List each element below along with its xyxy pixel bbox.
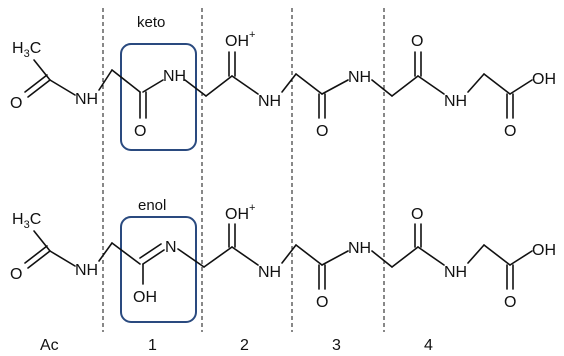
amide-nh-label: NH xyxy=(75,262,98,279)
segment-label-ac: Ac xyxy=(40,337,59,354)
bond xyxy=(417,75,445,95)
bond xyxy=(483,244,511,266)
bond xyxy=(24,245,48,264)
keto-oxygen-label: O xyxy=(134,123,146,140)
bond xyxy=(467,244,485,264)
keto-highlight-box xyxy=(120,43,197,151)
amide-nh-label: NH xyxy=(163,68,186,85)
bond xyxy=(111,242,141,265)
bond xyxy=(111,69,141,93)
bond xyxy=(98,69,113,91)
amide-nh-label: NH xyxy=(258,93,281,110)
bond xyxy=(177,248,205,268)
carbonyl-oxygen-label: O xyxy=(411,33,423,50)
bond xyxy=(24,74,48,93)
bond xyxy=(509,250,533,266)
bond xyxy=(321,250,349,266)
enol-hydroxyl-label: OH xyxy=(133,289,157,306)
amide-nh-label: NH xyxy=(348,240,371,257)
keto-structure: H3C O NH O NH OH+ NH O NH xyxy=(10,29,556,140)
bond xyxy=(295,244,323,266)
bond xyxy=(203,246,233,268)
enol-structure: H3C O NH OH N OH+ NH O NH xyxy=(10,202,556,311)
imine-nitrogen-label: N xyxy=(165,239,177,256)
amide-nh-label: NH xyxy=(444,264,467,281)
bond xyxy=(231,75,259,95)
enol-highlight-box xyxy=(120,216,197,323)
oxonium-label: OH+ xyxy=(225,202,255,223)
amide-nh-label: NH xyxy=(258,264,281,281)
carbonyl-oxygen-label: O xyxy=(504,294,516,311)
bond xyxy=(139,243,162,259)
amide-nh-label: NH xyxy=(348,69,371,86)
carbonyl-oxygen-label: O xyxy=(316,123,328,140)
segment-label-4: 4 xyxy=(424,337,433,354)
bond xyxy=(33,59,51,81)
bond xyxy=(142,249,165,265)
hydroxyl-label: OH xyxy=(532,242,556,259)
bond xyxy=(49,79,76,96)
keto-label: keto xyxy=(137,14,165,31)
enol-label: enol xyxy=(138,197,166,214)
segment-label-1: 1 xyxy=(148,337,157,354)
acetyl-oxygen-label: O xyxy=(10,266,22,283)
segment-label-3: 3 xyxy=(332,337,341,354)
bond xyxy=(509,79,533,95)
bond xyxy=(98,242,113,262)
bond xyxy=(27,250,51,269)
carbonyl-oxygen-label: O xyxy=(504,123,516,140)
bond xyxy=(391,75,419,97)
hydroxyl-label: OH xyxy=(532,71,556,88)
bond xyxy=(295,73,323,95)
amide-nh-label: NH xyxy=(444,93,467,110)
bond xyxy=(231,246,259,266)
bond xyxy=(33,230,51,252)
bond xyxy=(281,73,297,93)
acetyl-oxygen-label: O xyxy=(10,95,22,112)
methyl-group-label: H3C xyxy=(12,40,41,60)
bond xyxy=(467,73,485,93)
carbonyl-oxygen-label: O xyxy=(411,206,423,223)
bond xyxy=(205,75,233,97)
bond xyxy=(417,246,445,266)
bond xyxy=(184,79,207,97)
oxonium-label: OH+ xyxy=(225,29,255,50)
bond xyxy=(27,79,51,98)
bond xyxy=(321,79,349,95)
bond xyxy=(371,79,393,97)
segment-label-2: 2 xyxy=(240,337,249,354)
carbonyl-oxygen-label: O xyxy=(316,294,328,311)
bond xyxy=(391,246,419,268)
bond xyxy=(371,250,393,268)
bond xyxy=(483,73,511,95)
bond xyxy=(49,250,76,267)
amide-nh-label: NH xyxy=(75,91,98,108)
bond xyxy=(281,244,297,264)
methyl-group-label: H3C xyxy=(12,211,41,231)
bond xyxy=(142,79,164,93)
